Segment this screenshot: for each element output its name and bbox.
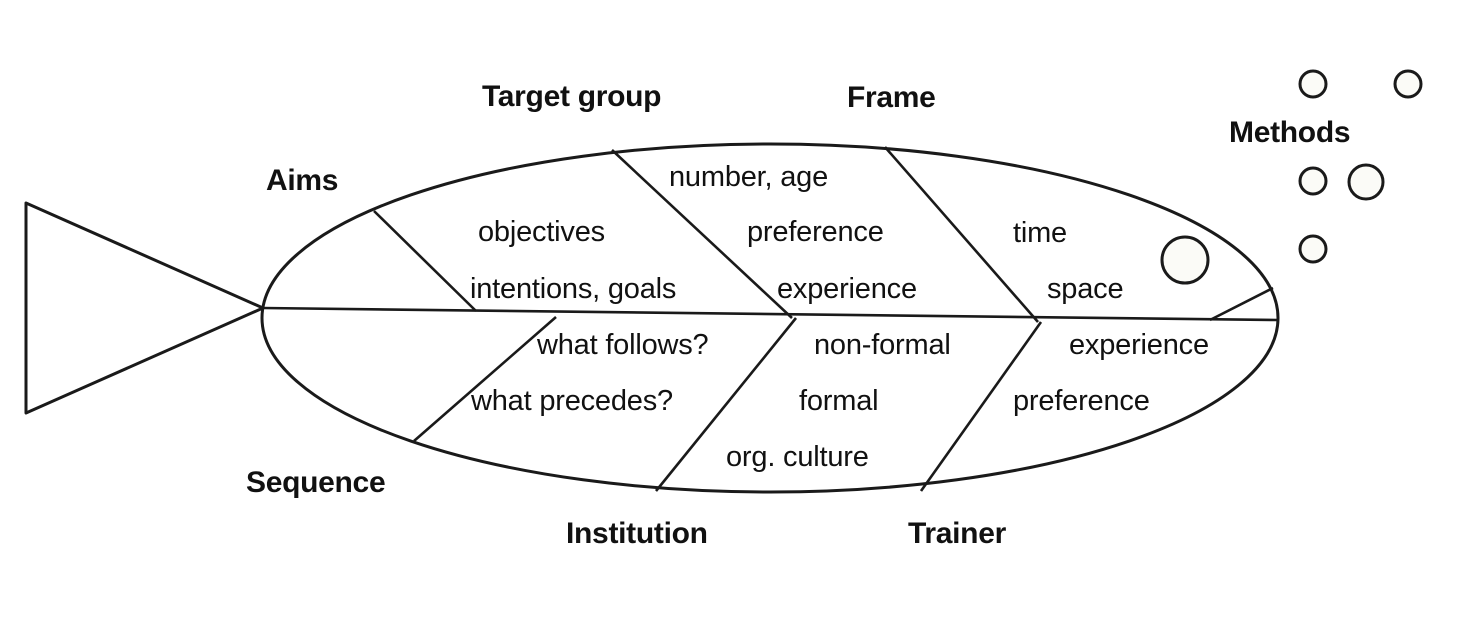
- fish-spine: [262, 306, 1279, 322]
- methods-bubble-1: [1298, 69, 1328, 99]
- methods-bubble-2: [1393, 69, 1423, 99]
- category-label-aims: Aims: [266, 164, 339, 197]
- divider-target-group: [611, 149, 793, 319]
- divider-frame: [884, 146, 1039, 323]
- item-preference-lower: preference: [1013, 385, 1150, 417]
- category-label-methods: Methods: [1229, 116, 1351, 149]
- methods-bubble-5: [1298, 234, 1328, 264]
- divider-aims: [373, 210, 477, 312]
- item-number-age: number, age: [669, 161, 829, 193]
- divider-sequence: [413, 316, 557, 442]
- methods-bubble-4: [1347, 163, 1385, 201]
- item-intentions-goals: intentions, goals: [470, 273, 677, 305]
- divider-trainer: [919, 321, 1043, 492]
- item-preference-upper: preference: [747, 216, 884, 248]
- fish-mouth-line: [1209, 286, 1274, 322]
- category-label-target-group: Target group: [482, 80, 662, 113]
- item-non-formal: non-formal: [814, 329, 951, 361]
- category-label-institution: Institution: [566, 517, 708, 550]
- category-label-sequence: Sequence: [246, 466, 386, 499]
- fish-eye-circle: [1160, 235, 1210, 285]
- item-space: space: [1047, 273, 1124, 305]
- item-objectives: objectives: [478, 216, 605, 248]
- item-experience-lower: experience: [1069, 329, 1209, 361]
- category-label-trainer: Trainer: [908, 517, 1006, 550]
- item-what-follows: what follows?: [537, 329, 709, 361]
- item-formal: formal: [799, 385, 879, 417]
- item-time: time: [1013, 217, 1067, 249]
- item-org-culture: org. culture: [726, 441, 869, 473]
- methods-bubble-3: [1298, 166, 1328, 196]
- divider-institution: [654, 317, 798, 492]
- category-label-frame: Frame: [847, 81, 936, 114]
- item-what-precedes: what precedes?: [471, 385, 673, 417]
- item-experience-upper: experience: [777, 273, 917, 305]
- fish-body-ellipse: [260, 142, 1280, 494]
- fish-tail: [24, 201, 265, 415]
